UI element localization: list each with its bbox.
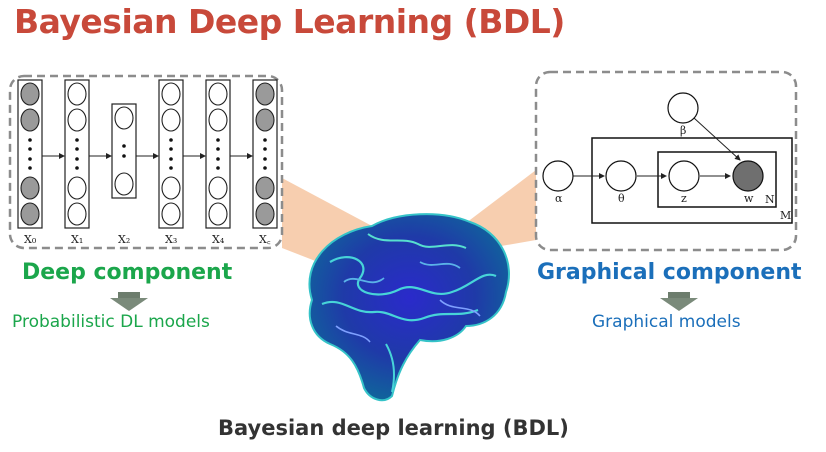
neuron bbox=[161, 82, 181, 106]
ellipsis-dot bbox=[169, 138, 173, 142]
layer-label: X꜀ bbox=[259, 233, 271, 246]
neuron bbox=[20, 176, 40, 200]
plate-label-m: M bbox=[780, 209, 791, 222]
down-arrow-icon bbox=[110, 292, 148, 311]
ellipsis-dot bbox=[169, 147, 173, 151]
deep-component-box bbox=[8, 74, 284, 250]
neuron bbox=[255, 108, 275, 132]
neuron bbox=[67, 176, 87, 200]
ellipsis-dot bbox=[263, 157, 267, 161]
plate-outer bbox=[591, 137, 793, 224]
ellipsis-dot bbox=[28, 157, 32, 161]
neuron bbox=[20, 108, 40, 132]
neuron bbox=[161, 202, 181, 226]
plate-inner bbox=[657, 151, 777, 208]
neuron bbox=[67, 202, 87, 226]
ellipsis-dot bbox=[75, 157, 79, 161]
ellipsis-dot bbox=[263, 166, 267, 170]
ellipsis-dot bbox=[263, 147, 267, 151]
bottom-caption: Bayesian deep learning (BDL) bbox=[218, 416, 569, 440]
ellipsis-dot bbox=[216, 166, 220, 170]
ellipsis-dot bbox=[216, 138, 220, 142]
node-alpha bbox=[542, 160, 574, 192]
neuron bbox=[255, 202, 275, 226]
layer-label: X₀ bbox=[24, 233, 37, 246]
neuron bbox=[208, 176, 228, 200]
layer-label: X₁ bbox=[71, 233, 83, 246]
deep-component-title: Deep component bbox=[22, 260, 233, 285]
node-theta bbox=[605, 160, 637, 192]
node-z bbox=[668, 160, 700, 192]
ellipsis-dot bbox=[169, 166, 173, 170]
neuron bbox=[255, 82, 275, 106]
neuron bbox=[114, 106, 134, 130]
ellipsis-dot bbox=[216, 157, 220, 161]
brain-illustration bbox=[308, 213, 510, 402]
ellipsis-dot bbox=[263, 138, 267, 142]
down-arrow-icon bbox=[660, 292, 698, 311]
label-w: w bbox=[744, 192, 754, 205]
ellipsis-dot bbox=[75, 147, 79, 151]
ellipsis-dot bbox=[28, 147, 32, 151]
ellipsis-dot bbox=[122, 144, 126, 148]
node-w bbox=[732, 160, 764, 192]
page-title: Bayesian Deep Learning (BDL) bbox=[14, 2, 565, 41]
neuron bbox=[161, 108, 181, 132]
label-theta: θ bbox=[618, 192, 625, 205]
ellipsis-dot bbox=[75, 138, 79, 142]
ellipsis-dot bbox=[75, 166, 79, 170]
layer-label: X₃ bbox=[165, 233, 177, 246]
neuron bbox=[208, 108, 228, 132]
neuron bbox=[161, 176, 181, 200]
plate-label-n: N bbox=[765, 193, 775, 206]
neuron bbox=[208, 82, 228, 106]
layer-label: X₂ bbox=[118, 233, 130, 246]
layer-labels: X₀ X₁ X₂ X₃ X₄ X꜀ bbox=[24, 233, 271, 246]
neuron bbox=[255, 176, 275, 200]
neuron bbox=[20, 82, 40, 106]
neuron bbox=[20, 202, 40, 226]
neuron bbox=[67, 108, 87, 132]
ellipsis-dot bbox=[216, 147, 220, 151]
neuron bbox=[67, 82, 87, 106]
graphical-component-title: Graphical component bbox=[537, 260, 802, 285]
graphical-component-box bbox=[534, 70, 798, 252]
deep-component-subtitle: Probabilistic DL models bbox=[12, 312, 210, 332]
label-alpha: α bbox=[555, 192, 563, 205]
ellipsis-dot bbox=[122, 154, 126, 158]
ellipsis-dot bbox=[169, 157, 173, 161]
ellipsis-dot bbox=[28, 138, 32, 142]
neuron bbox=[114, 172, 134, 196]
label-beta: β bbox=[680, 124, 686, 137]
neuron bbox=[208, 202, 228, 226]
ellipsis-dot bbox=[28, 166, 32, 170]
graphical-component-subtitle: Graphical models bbox=[592, 312, 741, 332]
node-beta bbox=[667, 92, 699, 124]
label-z: z bbox=[681, 192, 687, 205]
layer-label: X₄ bbox=[212, 233, 225, 246]
neural-network-layers bbox=[17, 79, 278, 229]
